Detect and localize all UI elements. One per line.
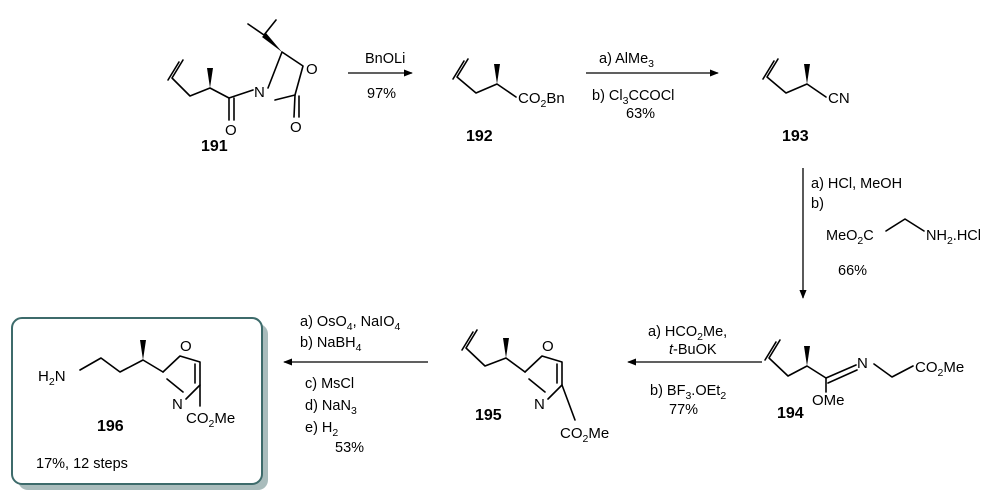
group-co2bn: CO2Bn bbox=[518, 90, 565, 110]
vinyl-double-bond bbox=[167, 61, 180, 81]
oxazolidinone-ring bbox=[267, 51, 304, 101]
atom-n: N bbox=[254, 84, 265, 101]
step3-reagent-right: NH2.HCl bbox=[926, 228, 981, 247]
oxazole-ring bbox=[524, 355, 563, 400]
step4-yield: 77% bbox=[669, 402, 698, 418]
ring-carbonyl bbox=[293, 94, 300, 118]
isopropyl bbox=[247, 19, 277, 36]
step5-b: b) NaBH4 bbox=[300, 335, 362, 354]
step4-a2: t-BuOK bbox=[669, 342, 717, 358]
group-cn: CN bbox=[828, 90, 850, 107]
compound-192: CO2Bn 192 bbox=[452, 58, 565, 145]
atom-n-194: N bbox=[857, 355, 868, 372]
atom-o-196: O bbox=[180, 338, 192, 355]
group-co2me-194: CO2Me bbox=[915, 359, 964, 379]
step2-b: b) Cl3CCOCl bbox=[592, 88, 674, 107]
compound-number-195: 195 bbox=[475, 407, 502, 424]
compound-number-194: 194 bbox=[777, 405, 804, 422]
step3-a: a) HCl, MeOH bbox=[811, 176, 902, 192]
atom-o-ring: O bbox=[306, 61, 318, 78]
compound-196: H2N O N CO2Me 196 17%, 12 steps bbox=[36, 338, 235, 472]
step5-c: c) MsCl bbox=[305, 376, 354, 392]
product-summary: 17%, 12 steps bbox=[36, 456, 128, 472]
step5-a: a) OsO4, NaIO4 bbox=[300, 314, 400, 333]
imine-double-bond bbox=[825, 364, 858, 384]
compound-number-193: 193 bbox=[782, 128, 809, 145]
step2-a: a) AlMe3 bbox=[599, 51, 654, 70]
methyl-wedge bbox=[207, 68, 213, 88]
step5-e: e) H2 bbox=[305, 420, 338, 439]
group-ome-194: OMe bbox=[812, 392, 845, 409]
atom-o-195: O bbox=[542, 338, 554, 355]
atom-o-carbonyl: O bbox=[225, 122, 237, 139]
compound-number-192: 192 bbox=[466, 128, 493, 145]
oxazole-ring-196 bbox=[162, 355, 201, 400]
product-box bbox=[11, 317, 263, 485]
glycine-chain bbox=[885, 218, 925, 232]
atom-n-196: N bbox=[172, 396, 183, 413]
compound-194: N CO2Me OMe 194 bbox=[764, 339, 964, 422]
step4-a1: a) HCO2Me, bbox=[648, 324, 727, 343]
step4-b: b) BF3.OEt2 bbox=[650, 383, 726, 402]
step1-yield: 97% bbox=[367, 86, 396, 102]
step3-b: b) bbox=[811, 196, 824, 212]
compound-191: N O O O 191 bbox=[167, 19, 318, 155]
step1-reagent: BnOLi bbox=[365, 51, 405, 67]
compound-195: O N CO2Me 195 bbox=[461, 329, 609, 445]
step5-d: d) NaN3 bbox=[305, 398, 357, 417]
step2-yield: 63% bbox=[626, 106, 655, 122]
step3-reagent-left: MeO2C bbox=[826, 228, 874, 247]
isopropyl-wedge bbox=[262, 33, 282, 52]
atom-o-ring-carbonyl: O bbox=[290, 119, 302, 136]
step5-yield: 53% bbox=[335, 440, 364, 456]
group-co2me-196: CO2Me bbox=[186, 410, 235, 430]
group-amine-196: H2N bbox=[38, 368, 66, 388]
atom-n-195: N bbox=[534, 396, 545, 413]
compound-number-191: 191 bbox=[201, 138, 228, 155]
compound-number-196: 196 bbox=[97, 418, 124, 435]
group-co2me-195: CO2Me bbox=[560, 425, 609, 445]
compound-193: CN 193 bbox=[762, 58, 850, 145]
step3-yield: 66% bbox=[838, 263, 867, 279]
allyl-chain bbox=[171, 59, 230, 99]
